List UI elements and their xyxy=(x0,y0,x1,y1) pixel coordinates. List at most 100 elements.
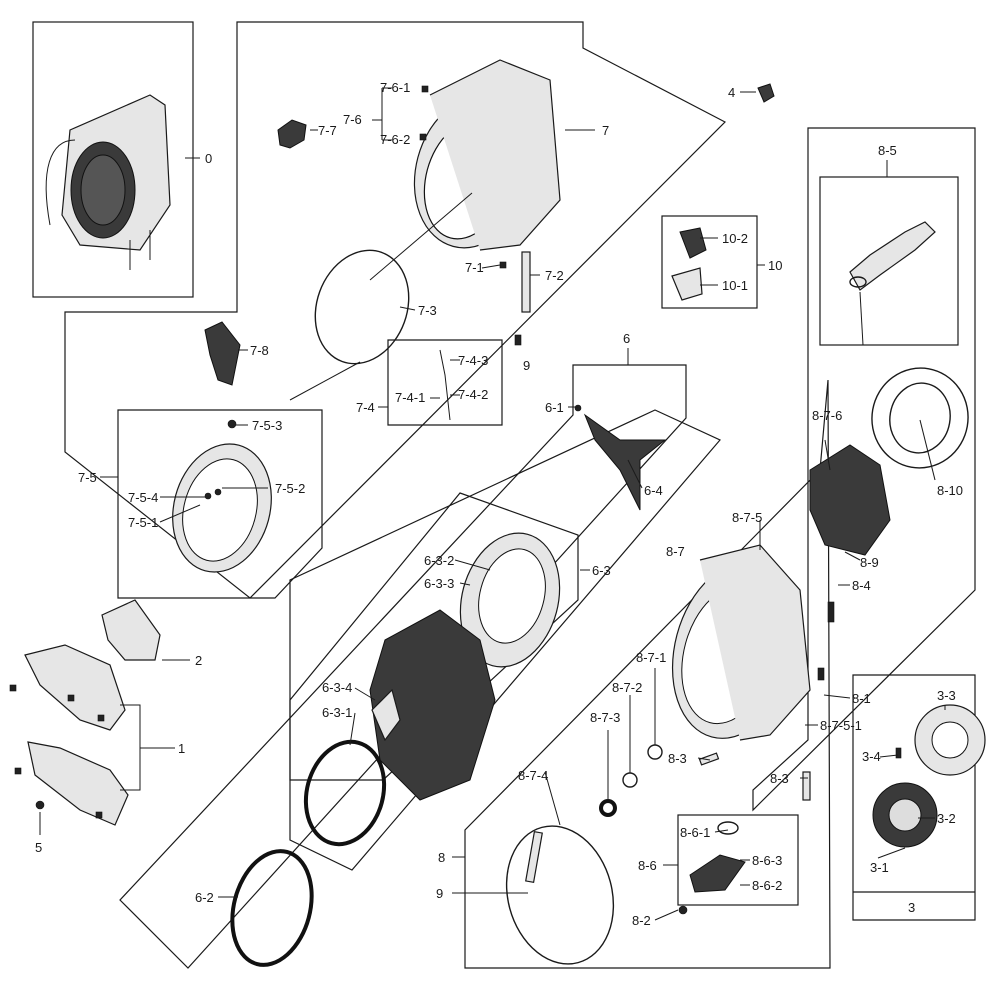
frame-assembly-0 xyxy=(32,21,194,298)
part-6-1-screw xyxy=(574,404,582,412)
part-7-4-wire xyxy=(439,349,451,421)
callout-labels: 0 7 7-6-1 7-6 7-6-2 7-7 7-1 7-2 7-3 9 7-… xyxy=(35,80,963,928)
label-8-1: 8-1 xyxy=(852,691,871,706)
frame-group-8-5 xyxy=(819,176,959,346)
frame-group-3 xyxy=(852,674,976,921)
part-6-3-4-lifter xyxy=(371,688,401,742)
label-8-9: 8-9 xyxy=(860,555,879,570)
label-3-1: 3-1 xyxy=(870,860,889,875)
label-8-7-3: 8-7-3 xyxy=(590,710,620,725)
frame-group-6 xyxy=(119,364,687,969)
part-7-2 xyxy=(521,251,531,313)
label-7-3: 7-3 xyxy=(418,303,437,318)
label-3-3: 3-3 xyxy=(937,688,956,703)
frame-group-8-6 xyxy=(677,814,799,906)
label-8-6-1: 8-6-1 xyxy=(680,825,710,840)
part-1-upper xyxy=(24,644,126,731)
label-6-3-3: 6-3-3 xyxy=(424,576,454,591)
part-4 xyxy=(757,83,775,103)
label-7-5-4: 7-5-4 xyxy=(128,490,158,505)
part-1-screws xyxy=(9,684,105,819)
part-8-7-tub-rear xyxy=(671,544,811,741)
label-7-4: 7-4 xyxy=(356,400,375,415)
label-6-2: 6-2 xyxy=(195,890,214,905)
label-7-7: 7-7 xyxy=(318,123,337,138)
part-10-2 xyxy=(679,227,707,259)
leader-lines xyxy=(39,87,946,921)
part-8-5-hose xyxy=(849,221,936,291)
label-7-2: 7-2 xyxy=(545,268,564,283)
label-8-6-3: 8-6-3 xyxy=(752,853,782,868)
label-3-4: 3-4 xyxy=(862,749,881,764)
part-6-3-2-drum-back xyxy=(459,532,561,668)
label-6-1: 6-1 xyxy=(545,400,564,415)
frame-group-7-4 xyxy=(387,339,503,426)
label-6-3-2: 6-3-2 xyxy=(424,553,454,568)
part-8-3-b xyxy=(802,771,811,801)
label-10-1: 10-1 xyxy=(722,278,748,293)
label-7-8: 7-8 xyxy=(250,343,269,358)
label-6-4: 6-4 xyxy=(644,483,663,498)
part-7-3 xyxy=(314,249,410,365)
label-7-5-2: 7-5-2 xyxy=(275,481,305,496)
label-6: 6 xyxy=(623,331,630,346)
label-8-7-2: 8-7-2 xyxy=(612,680,642,695)
part-2-bracket xyxy=(101,599,161,661)
part-8-1 xyxy=(817,667,825,681)
label-8-3-a: 8-3 xyxy=(668,751,687,766)
part-7-6-1 xyxy=(421,85,429,93)
frame-group-7-5 xyxy=(117,409,323,599)
label-7-5-1: 7-5-1 xyxy=(128,515,158,530)
frame-group-8 xyxy=(752,127,976,812)
part-7-6-2 xyxy=(419,133,427,141)
part-8-3-a xyxy=(698,752,720,766)
label-8-7: 8-7 xyxy=(666,544,685,559)
label-6-3-1: 6-3-1 xyxy=(322,705,352,720)
part-8-10-plate xyxy=(871,367,969,469)
label-8-3-b: 8-3 xyxy=(770,771,789,786)
label-8-10: 8-10 xyxy=(937,483,963,498)
part-3-motor xyxy=(872,704,986,848)
frames xyxy=(32,21,976,969)
frame-group-8-7 xyxy=(464,379,831,969)
label-7-4-3: 7-4-3 xyxy=(458,353,488,368)
drum-assembly-complete xyxy=(45,94,171,270)
label-10: 10 xyxy=(768,258,782,273)
tub-front xyxy=(413,59,561,251)
label-8-7-4: 8-7-4 xyxy=(518,768,548,783)
part-8-6-hose xyxy=(689,854,746,893)
part-9-lower xyxy=(525,830,543,884)
label-8-7-5-1: 8-7-5-1 xyxy=(820,718,862,733)
label-7-5-3: 7-5-3 xyxy=(252,418,282,433)
label-7-6: 7-6 xyxy=(343,112,362,127)
label-7-1: 7-1 xyxy=(465,260,484,275)
part-7-1 xyxy=(499,261,507,269)
label-9-upper: 9 xyxy=(523,358,530,373)
label-10-2: 10-2 xyxy=(722,231,748,246)
label-7-5: 7-5 xyxy=(78,470,97,485)
label-0: 0 xyxy=(205,151,212,166)
label-8-6: 8-6 xyxy=(638,858,657,873)
label-7-4-1: 7-4-1 xyxy=(395,390,425,405)
label-8: 8 xyxy=(438,850,445,865)
part-6-2-ring xyxy=(230,849,314,967)
part-7-8 xyxy=(204,321,241,386)
label-6-3-4: 6-3-4 xyxy=(322,680,352,695)
part-8-7-3-seal xyxy=(599,799,617,817)
label-2: 2 xyxy=(195,653,202,668)
part-9-upper xyxy=(514,334,522,346)
part-6-3-1-ring xyxy=(303,739,387,847)
label-8-7-6: 8-7-6 xyxy=(812,408,842,423)
label-7: 7 xyxy=(602,123,609,138)
label-9-lower: 9 xyxy=(436,886,443,901)
label-7-4-2: 7-4-2 xyxy=(458,387,488,402)
label-8-5: 8-5 xyxy=(878,143,897,158)
part-7-7 xyxy=(277,119,307,149)
frame-group-10 xyxy=(661,215,758,309)
part-1-lower xyxy=(27,741,129,826)
part-8-7-1-washer xyxy=(647,744,663,760)
part-7-5-ring xyxy=(172,419,272,573)
label-8-7-5: 8-7-5 xyxy=(732,510,762,525)
frame-group-6-inner xyxy=(289,409,721,871)
